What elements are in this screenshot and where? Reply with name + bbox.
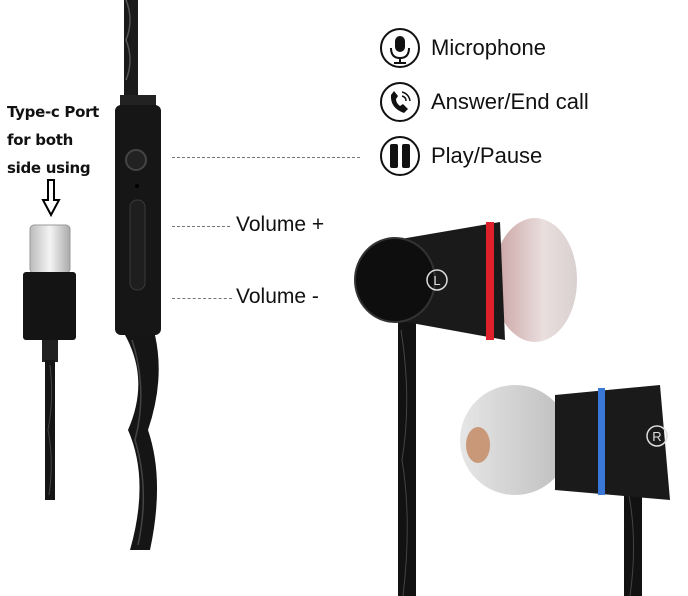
type-c-label-line-3: side using xyxy=(7,159,91,177)
phone-call-icon xyxy=(380,82,420,122)
down-arrow-icon xyxy=(41,179,61,218)
volume-up-label: Volume + xyxy=(236,213,325,236)
right-earbud: R xyxy=(460,385,670,596)
feature-microphone: Microphone xyxy=(431,35,546,60)
microphone-icon xyxy=(380,28,420,68)
volume-down-leader-line xyxy=(172,298,232,299)
right-marker: R xyxy=(652,429,661,444)
type-c-label-line-1: Type-c Port xyxy=(7,103,100,121)
type-c-connector xyxy=(23,224,76,500)
inline-remote xyxy=(115,95,161,335)
pause-icon xyxy=(380,136,420,176)
feature-answer-end-call: Answer/End call xyxy=(431,89,589,114)
play-pause-button-shape xyxy=(125,149,147,171)
cable-bottom xyxy=(125,335,159,550)
cable-top xyxy=(124,0,138,95)
type-c-label-line-2: for both xyxy=(7,131,73,149)
volume-up-leader-line xyxy=(172,226,230,227)
feature-play-pause: Play/Pause xyxy=(431,143,543,168)
play-pause-leader-line xyxy=(172,157,360,158)
volume-down-label: Volume - xyxy=(236,285,319,308)
left-earbud: L xyxy=(354,218,577,596)
left-marker: L xyxy=(433,273,440,288)
